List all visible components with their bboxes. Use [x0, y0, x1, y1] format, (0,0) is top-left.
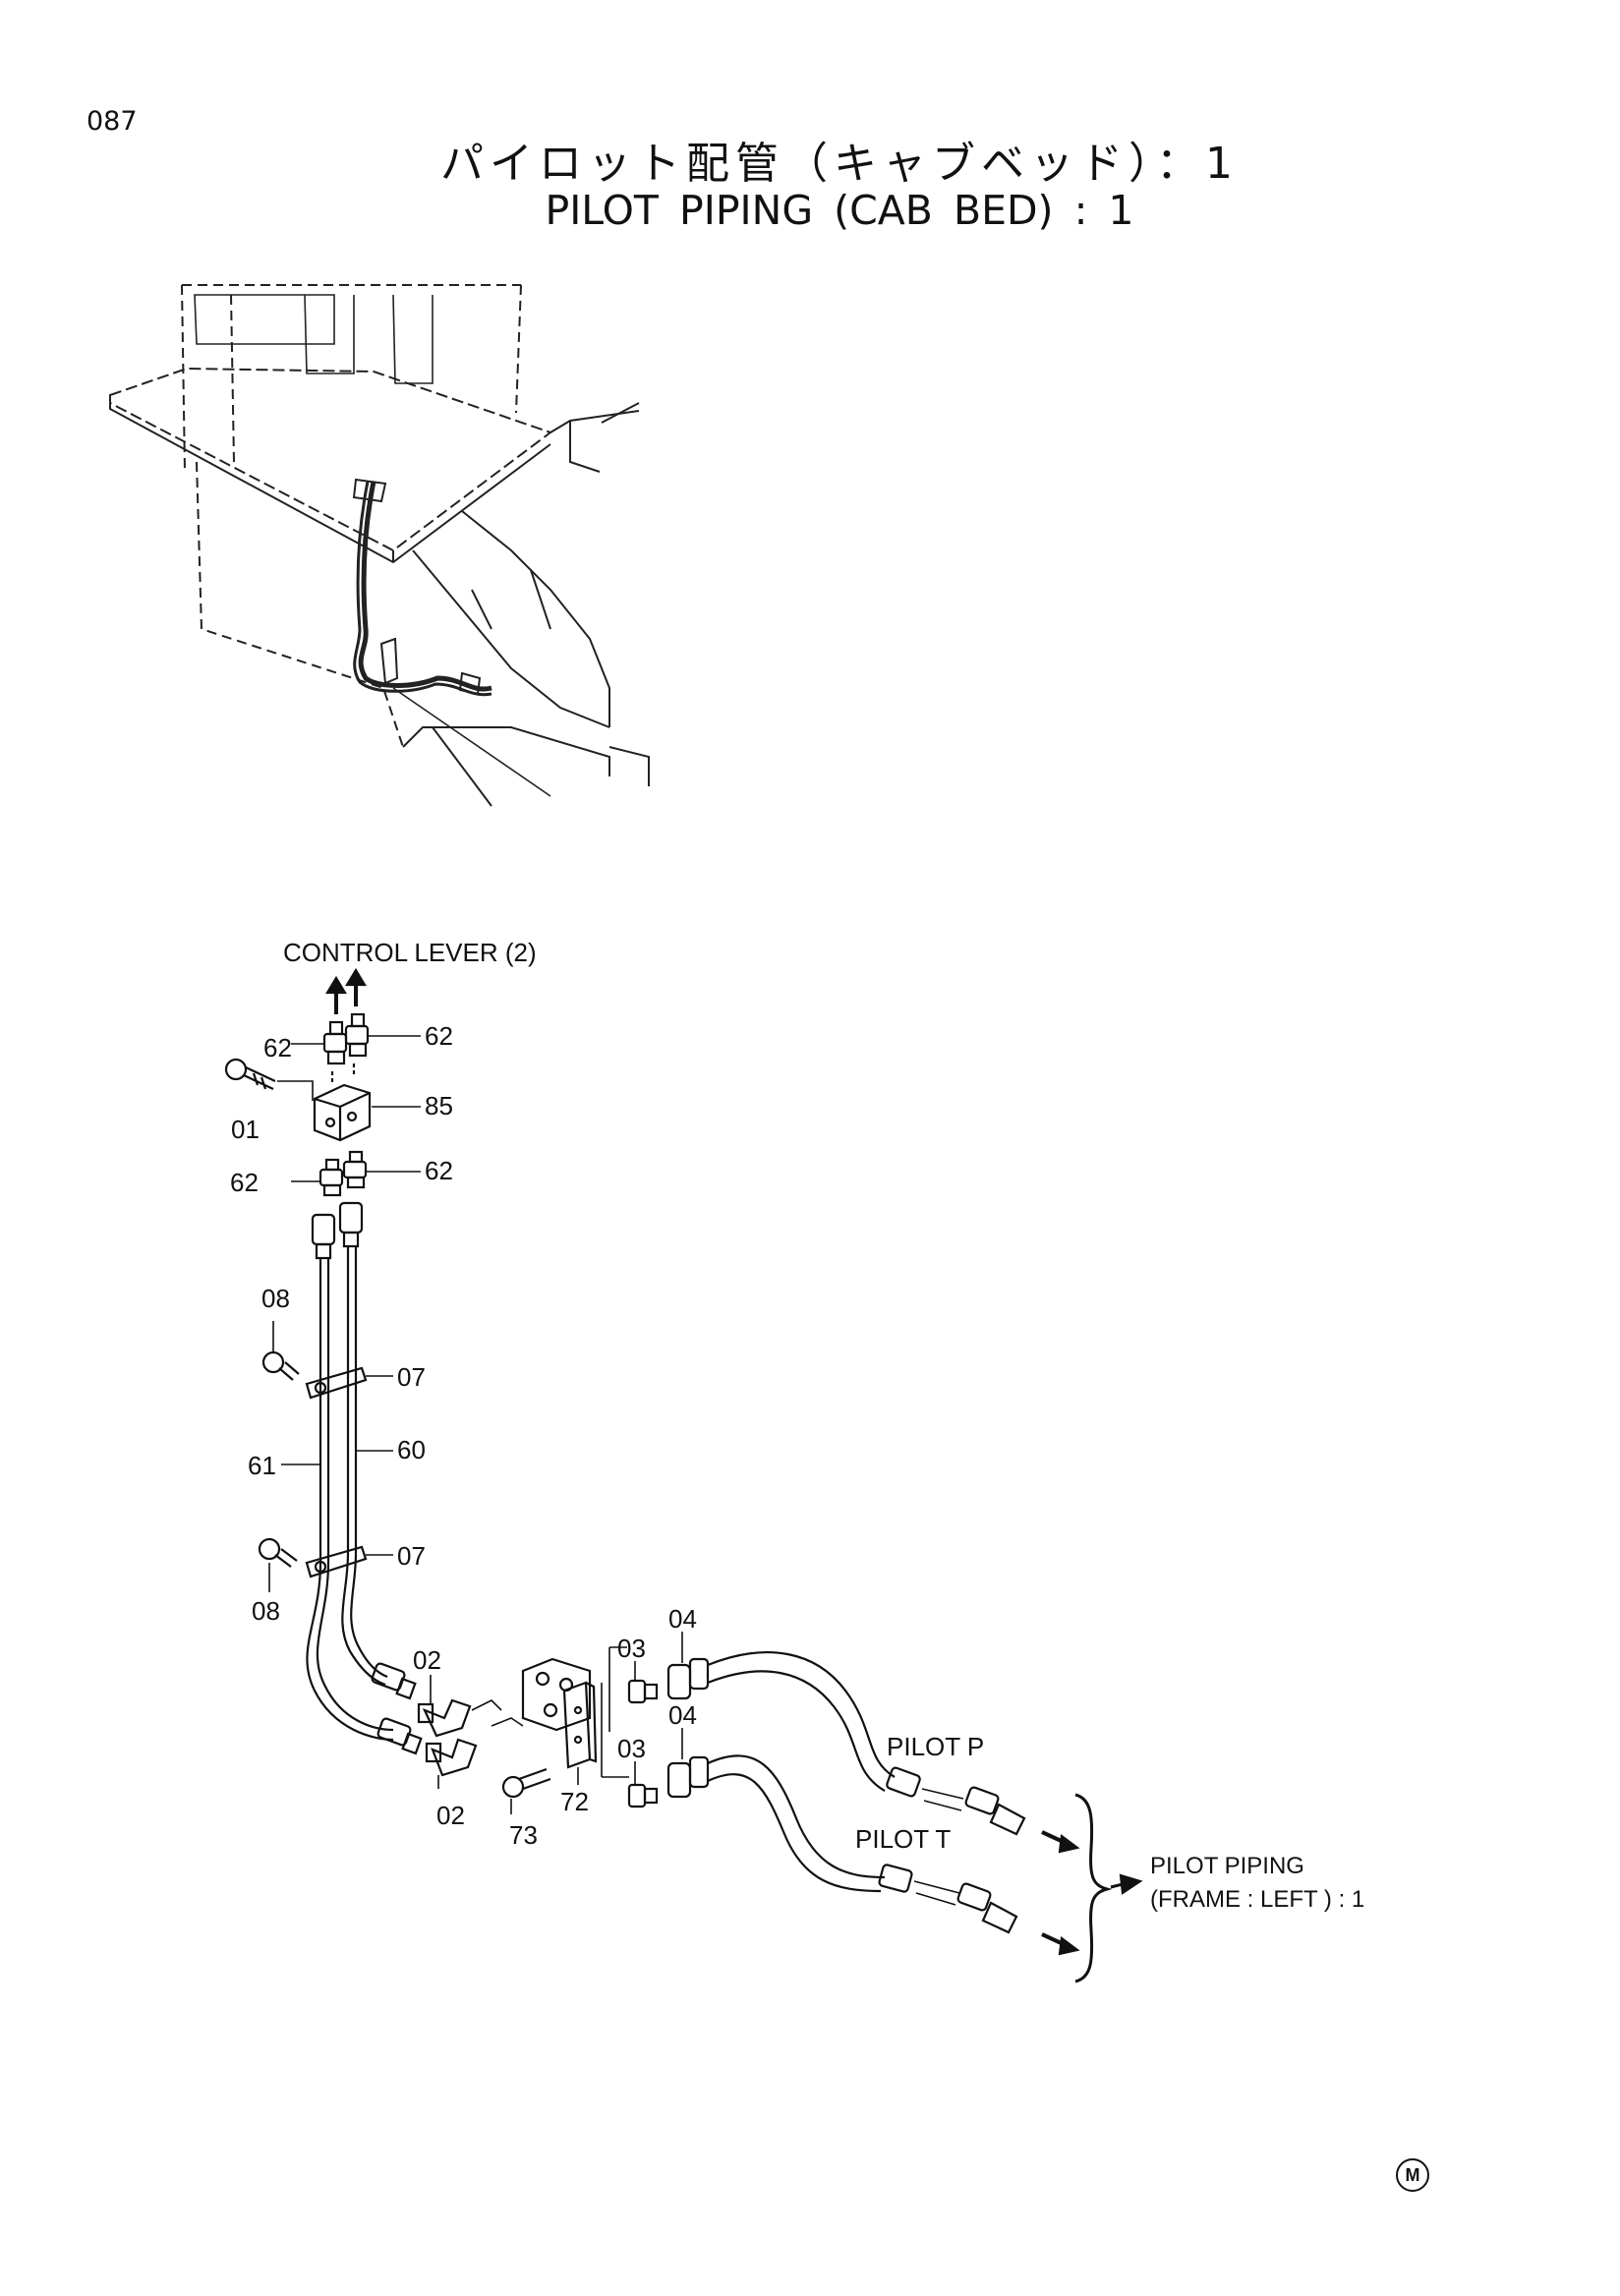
part-label-03: 03: [617, 1634, 646, 1663]
elbow-02-lower: [425, 1738, 478, 1777]
page-title-english: PILOT PIPING (CAB BED) : 1: [545, 187, 1134, 234]
bolt-01: [224, 1058, 314, 1101]
control-lever-arrows: [325, 967, 367, 1014]
bolt-08-lower: [258, 1537, 298, 1568]
control-lever-label: CONTROL LEVER (2): [283, 938, 537, 967]
exploded-parts-view: [224, 967, 1143, 1983]
hose-end-fittings-top: [311, 1201, 364, 1260]
pilot-piping-label: PILOT PIPING: [1150, 1853, 1304, 1879]
part-label-62: 62: [230, 1168, 259, 1197]
fitting-03-upper: [627, 1679, 659, 1704]
pilot-t-label: PILOT T: [855, 1824, 951, 1854]
hose-end-fittings-bottom: [371, 1662, 423, 1755]
part-label-02: 02: [413, 1645, 441, 1675]
part-label-01: 01: [231, 1115, 260, 1144]
fitting-03-lower: [627, 1783, 659, 1808]
hose-60: [341, 1246, 388, 1687]
clamp-07-upper: [305, 1366, 368, 1400]
clamp-07-lower: [305, 1545, 368, 1578]
fitting-62-top-right: [344, 1012, 370, 1058]
elbow-02-upper: [417, 1698, 472, 1738]
cab-bed-overview: [109, 284, 650, 807]
part-label-73: 73: [509, 1820, 538, 1850]
page-number: 087: [87, 106, 138, 137]
fitting-62-bottom-left: [318, 1158, 344, 1197]
hose-04-pilot-p: [666, 1651, 1080, 1854]
hose-04-pilot-t: [666, 1754, 1080, 1956]
pilot-p-label: PILOT P: [887, 1732, 984, 1761]
part-label-03: 03: [617, 1734, 646, 1763]
manifold-block: [471, 1657, 592, 1732]
part-label-60: 60: [397, 1435, 426, 1464]
part-label-02: 02: [436, 1801, 465, 1830]
part-label-04: 04: [668, 1604, 697, 1634]
part-label-62: 62: [425, 1156, 453, 1185]
part-label-08: 08: [252, 1596, 280, 1626]
fitting-62-bottom-right: [342, 1150, 368, 1189]
page-title-japanese: パイロット配管（キャブベッド）：1: [440, 139, 1239, 189]
hose-61: [306, 1258, 394, 1742]
leader-lines: [268, 1035, 683, 1814]
part-label-61: 61: [248, 1451, 276, 1480]
pilot-piping-brace: [1074, 1793, 1143, 1983]
part-label-62: 62: [425, 1021, 453, 1051]
part-label-72: 72: [560, 1787, 589, 1816]
bracket-72: [562, 1681, 598, 1769]
part-label-07: 07: [397, 1541, 426, 1571]
bolt-08-upper: [261, 1350, 300, 1381]
bolt-73: [501, 1767, 551, 1799]
part-label-85: 85: [425, 1091, 453, 1120]
part-label-62: 62: [263, 1033, 292, 1062]
diagram-labels: CONTROL LEVER (2) 62 62 85 01 62 62 08 0…: [230, 938, 1364, 1913]
part-label-08: 08: [261, 1284, 290, 1313]
part-label-07: 07: [397, 1362, 426, 1392]
pilot-piping-frame-label: (FRAME : LEFT ) : 1: [1150, 1886, 1364, 1913]
part-label-04: 04: [668, 1700, 697, 1730]
fitting-62-top-left: [322, 1020, 348, 1065]
manufacturer-mark: M: [1396, 2158, 1429, 2192]
block-85: [313, 1063, 372, 1142]
